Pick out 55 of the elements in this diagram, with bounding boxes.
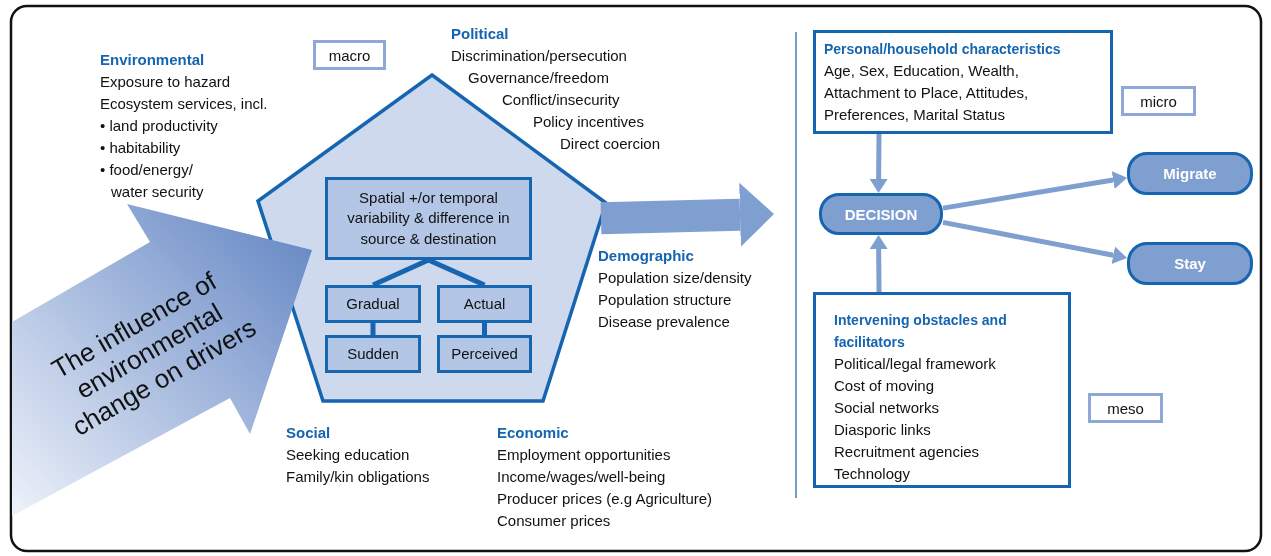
panel-text: Age, Sex, Education, Wealth, Attachment to Place, Attitudes, Preferences, Marital Status xyxy=(824,61,1030,125)
driver-item: • food/energy/ water security xyxy=(100,160,205,202)
driver-item: Policy incentives xyxy=(533,112,644,132)
outcome-pill: Migrate xyxy=(1127,152,1253,195)
driver-item: Producer prices (e.g Agriculture) xyxy=(497,489,713,509)
panel-text: Social networks xyxy=(834,398,941,418)
driver-item: Direct coercion xyxy=(560,134,661,154)
arrow xyxy=(869,134,888,193)
driver-heading: Demographic xyxy=(598,246,694,266)
factor-box: Gradual xyxy=(325,285,421,323)
arrow xyxy=(942,171,1127,211)
connector-line xyxy=(427,257,486,288)
panel-heading: Personal/household characteristics xyxy=(824,40,1062,59)
level-tag: meso xyxy=(1088,393,1163,423)
driver-item: Discrimination/persecution xyxy=(451,46,627,66)
decision-pill: DECISION xyxy=(819,193,943,235)
driver-item: Population structure xyxy=(598,290,732,310)
panel-heading: Intervening obstacles and facilitators xyxy=(834,311,1008,352)
panel-text: Political/legal framework xyxy=(834,354,997,374)
driver-item: Consumer prices xyxy=(497,511,611,531)
driver-item: Seeking education xyxy=(286,445,410,465)
panel-text: Diasporic links xyxy=(834,420,932,440)
panel-text: Technology xyxy=(834,464,911,484)
connector-line xyxy=(370,323,376,335)
driver-item: Population size/density xyxy=(598,268,752,288)
factor-panel xyxy=(813,30,1113,134)
level-tag: micro xyxy=(1121,86,1196,116)
driver-item: Ecosystem services, incl. xyxy=(100,94,268,114)
arrow xyxy=(942,219,1127,265)
panel-text: Cost of moving xyxy=(834,376,936,396)
driver-heading: Economic xyxy=(497,423,569,443)
driver-item: Disease prevalence xyxy=(598,312,730,332)
factor-box: Sudden xyxy=(325,335,421,373)
driver-item: Employment opportunities xyxy=(497,445,671,465)
driver-item: Exposure to hazard xyxy=(100,72,231,92)
driver-item: Income/wages/well-being xyxy=(497,467,666,487)
outcome-pill: Stay xyxy=(1127,242,1253,285)
driver-item: Conflict/insecurity xyxy=(502,90,620,110)
factor-panel xyxy=(813,292,1071,488)
driver-item: • habitability xyxy=(100,138,181,158)
driver-heading: Political xyxy=(451,24,509,44)
factor-box: Perceived xyxy=(437,335,532,373)
block-arrow xyxy=(600,182,774,247)
factor-box: Spatial +/or temporal variability & difference in source & destination xyxy=(325,177,532,260)
driver-heading: Social xyxy=(286,423,331,443)
connector-line xyxy=(482,323,487,335)
driver-item: Governance/freedom xyxy=(468,68,609,88)
driver-item: Family/kin obligations xyxy=(286,467,430,487)
arrow xyxy=(869,235,888,293)
panel-text: Recruitment agencies xyxy=(834,442,981,462)
level-tag: macro xyxy=(313,40,386,70)
driver-heading: Environmental xyxy=(100,50,205,70)
driver-item: • land productivity xyxy=(100,116,218,136)
connector-line xyxy=(371,257,430,288)
factor-box: Actual xyxy=(437,285,532,323)
